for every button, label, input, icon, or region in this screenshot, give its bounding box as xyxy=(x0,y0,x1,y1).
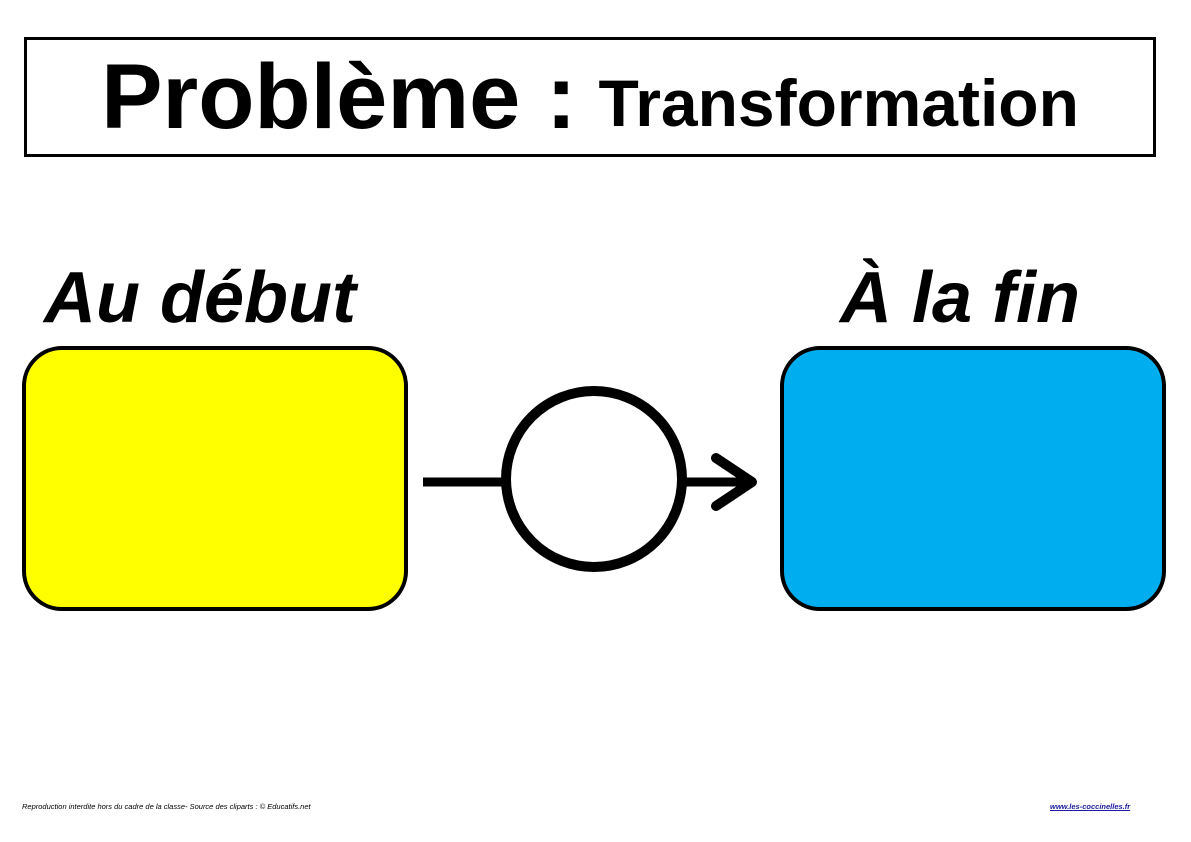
start-box[interactable] xyxy=(22,346,408,611)
page-title: Problème : xyxy=(101,46,577,148)
footer-link[interactable]: www.les-coccinelles.fr xyxy=(1050,802,1131,811)
operation-circle[interactable] xyxy=(501,386,687,572)
arrow-head-icon xyxy=(711,453,757,511)
title-frame: Problème : Transformation xyxy=(24,37,1156,157)
page-subtitle: Transformation xyxy=(598,66,1079,140)
start-label: Au début xyxy=(44,258,356,338)
end-label: À la fin xyxy=(840,258,1081,338)
end-box[interactable] xyxy=(780,346,1166,611)
footer-copyright: Reproduction interdite hors du cadre de … xyxy=(22,802,311,811)
